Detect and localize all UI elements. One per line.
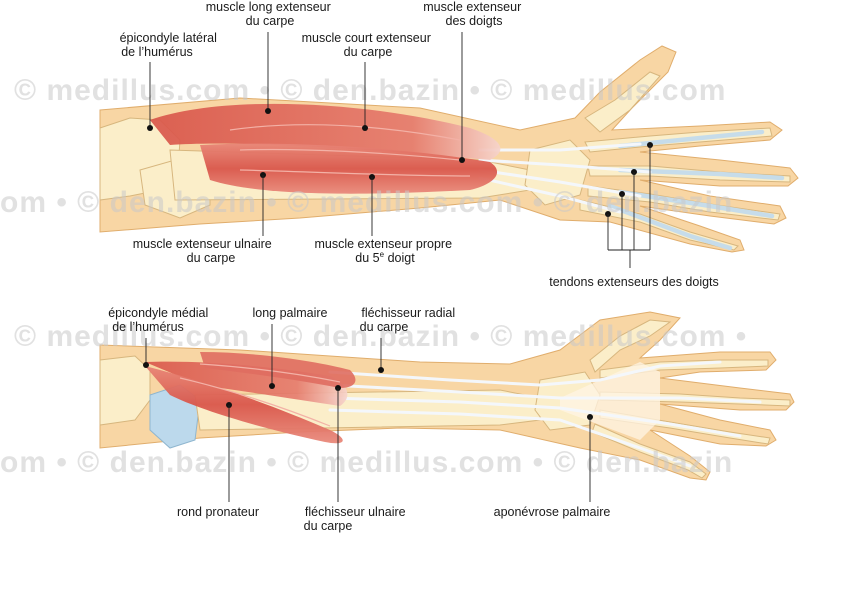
watermark-row-4: om • © den.bazin • © medillus.com • © de… xyxy=(0,446,733,479)
bottom-aponeurosis-sheet xyxy=(560,362,660,440)
top-arm xyxy=(99,45,799,253)
label-extensor-tendons: tendons extenseurs des doigts xyxy=(549,275,719,289)
label-pronator-teres: rond pronateur xyxy=(177,505,259,519)
watermark: © medillus.com • © den.bazin • © medillu… xyxy=(0,74,747,479)
top-labels: épicondyle latéral de l’humérus muscle l… xyxy=(120,0,719,289)
bottom-muscles xyxy=(145,352,356,444)
label-extensor-digiti-minimi: muscle extenseur propre du 5e doigt xyxy=(314,237,455,265)
label-palmaris-longus: long palmaire xyxy=(252,306,327,320)
watermark-row-3: © medillus.com • © den.bazin • © medillu… xyxy=(14,320,747,353)
bottom-arm xyxy=(99,311,795,481)
label-flexor-carpi-ulnaris: fléchisseur ulnaire du carpe xyxy=(304,505,409,533)
tendons-bracket xyxy=(605,142,653,268)
label-flexor-carpi-radialis: fléchisseur radial du carpe xyxy=(360,306,459,334)
label-epicondyle-lateral: épicondyle latéral de l’humérus xyxy=(120,31,221,59)
label-epicondyle-medial: épicondyle médial de l’humérus xyxy=(108,306,212,334)
top-muscles xyxy=(150,103,501,194)
watermark-row-2: om • © den.bazin • © medillus.com • © de… xyxy=(0,186,733,219)
label-extensor-ulnaris-carpi: muscle extenseur ulnaire du carpe xyxy=(133,237,275,265)
watermark-row-1: © medillus.com • © den.bazin • © medillu… xyxy=(14,74,726,107)
label-palmar-aponeurosis: aponévrose palmaire xyxy=(494,505,611,519)
label-short-extensor-carpi: muscle court extenseur du carpe xyxy=(302,31,435,59)
top-tendons xyxy=(478,129,785,251)
bottom-labels: épicondyle médial de l’humérus long palm… xyxy=(108,306,610,533)
label-extensor-digitorum: muscle extenseur des doigts xyxy=(423,0,524,28)
label-long-extensor-carpi: muscle long extenseur du carpe xyxy=(206,0,335,28)
bottom-tendons xyxy=(328,360,762,468)
